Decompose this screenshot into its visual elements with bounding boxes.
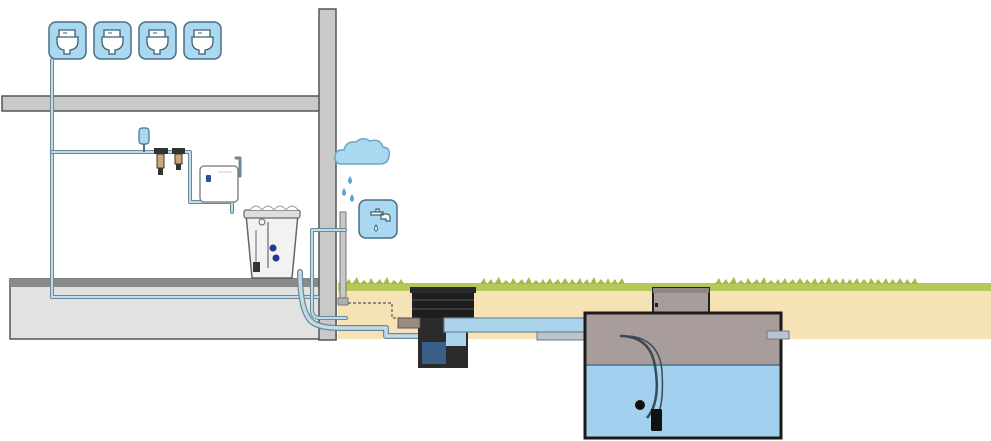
filter-assembly	[138, 127, 185, 175]
underground-tank	[583, 287, 790, 440]
floor-top-band	[10, 279, 336, 287]
exterior-wall	[318, 8, 337, 341]
second-water-filter	[172, 148, 185, 170]
tank-pump	[253, 262, 260, 272]
float-switch	[272, 254, 280, 262]
control-unit-outlet-pipe	[234, 156, 242, 178]
downpipe	[339, 211, 347, 303]
exterior-pipes	[297, 211, 423, 339]
rain-manager-unit	[199, 165, 239, 203]
garden-tap-icon	[358, 199, 398, 239]
rain-drop	[350, 194, 354, 202]
rain-drop	[342, 188, 346, 196]
floating-suction-filter	[635, 400, 645, 410]
tank-water	[585, 365, 781, 438]
tank-air-space	[585, 313, 781, 365]
rain-cloud-icon	[334, 138, 391, 202]
shaft-cover	[412, 289, 474, 318]
grass-tufts	[338, 277, 918, 284]
water-filter	[154, 148, 168, 175]
float-switch	[269, 244, 277, 252]
building	[1, 8, 337, 341]
status-indicator	[206, 175, 211, 182]
indoor-buffer-tank	[243, 205, 301, 279]
toilet-icon	[183, 21, 222, 60]
toilet-icon	[138, 21, 177, 60]
toilet-icon	[48, 21, 87, 60]
submersible-pump	[651, 409, 662, 431]
rain-drop	[348, 176, 352, 184]
tank-overflow-outlet	[766, 330, 790, 340]
expansion-vessel	[138, 127, 150, 145]
ground-floor-slab	[9, 278, 337, 340]
toilet-icon	[93, 21, 132, 60]
toilet-icons	[48, 21, 222, 60]
shaft-water	[422, 342, 446, 364]
suction-hose	[619, 334, 658, 419]
